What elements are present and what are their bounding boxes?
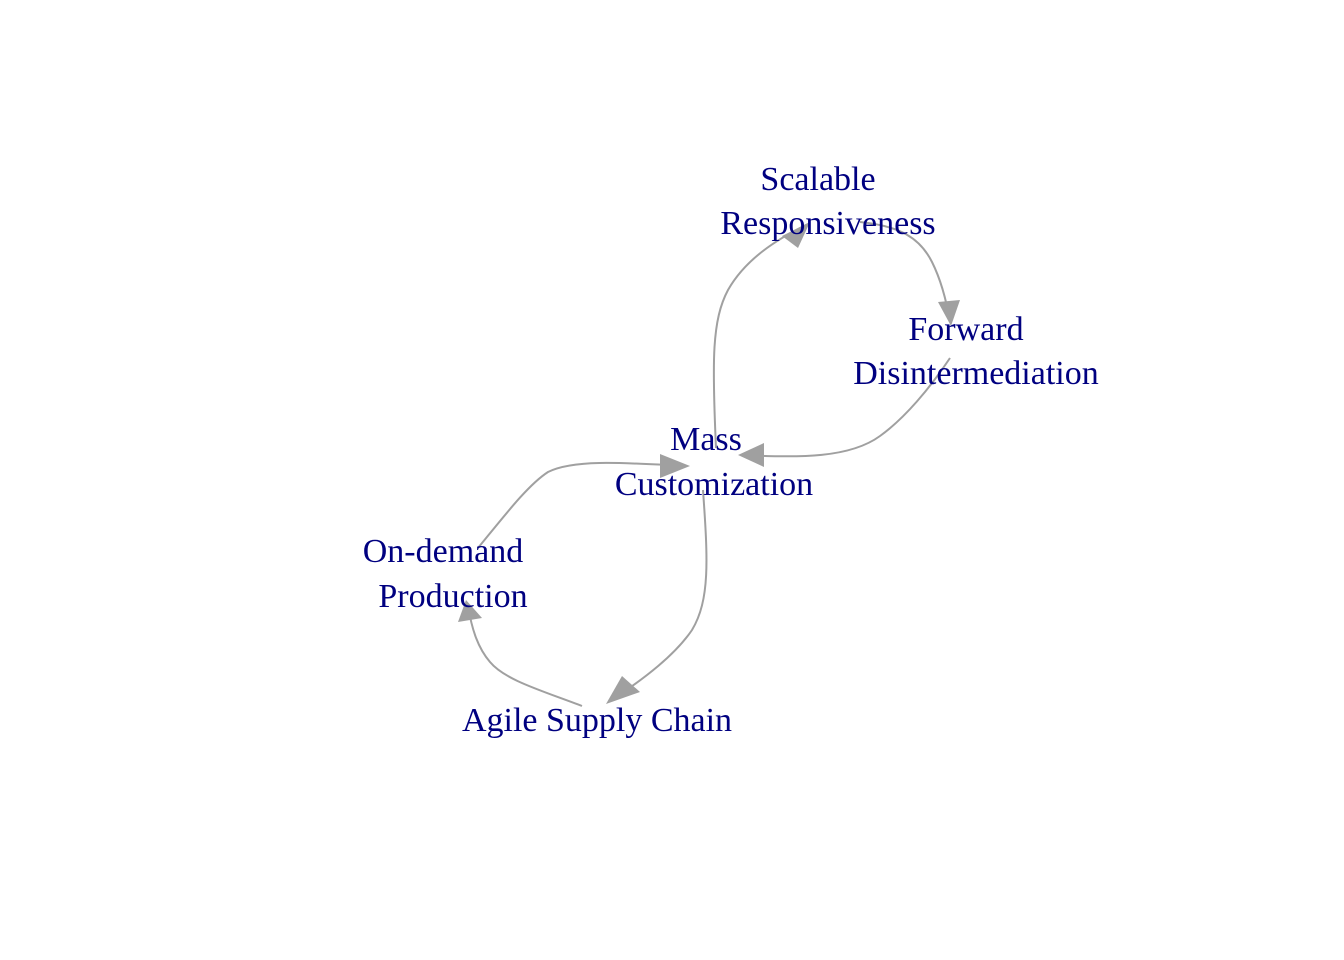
arrowhead-on-demand-production — [458, 600, 482, 622]
arrowhead-agile-supply-chain — [606, 676, 640, 704]
edges — [458, 221, 960, 707]
node-label-line-1: Forward — [908, 311, 1023, 348]
arrowhead-mass-customization-right — [738, 443, 764, 467]
edge-on-demand-production-to-mass-customization — [477, 461, 687, 549]
node-label-line-1: Mass — [670, 421, 742, 458]
node-label-line-2: Responsiveness — [720, 205, 935, 242]
node-label-line-1: Scalable — [760, 161, 875, 198]
arrowhead-forward-disintermediation — [938, 300, 960, 326]
node-label-line-1: Agile Supply Chain — [462, 702, 732, 739]
node-agile-supply-chain: Agile Supply Chain — [462, 702, 732, 739]
arrowhead-mass-customization-left — [660, 454, 690, 478]
node-scalable-responsiveness: Scalable Responsiveness — [720, 161, 935, 242]
edge-agile-supply-chain-to-on-demand-production — [467, 605, 583, 707]
node-mass-customization: Mass Customization — [615, 421, 813, 503]
edge-forward-disintermediation-to-mass-customization — [741, 357, 951, 458]
node-label-line-2: Production — [378, 578, 527, 615]
edge-mass-customization-to-agile-supply-chain — [611, 489, 708, 701]
node-on-demand-production: On-demand Production — [363, 533, 528, 615]
edge-mass-customization-to-scalable-responsiveness — [712, 223, 809, 449]
arrowhead-scalable-responsiveness — [782, 222, 810, 248]
node-label-line-1: On-demand — [363, 533, 524, 570]
node-label-line-2: Disintermediation — [853, 355, 1099, 392]
edge-scalable-responsiveness-to-forward-disintermediation — [859, 221, 951, 323]
node-forward-disintermediation: Forward Disintermediation — [853, 311, 1099, 392]
node-label-line-2: Customization — [615, 466, 813, 503]
